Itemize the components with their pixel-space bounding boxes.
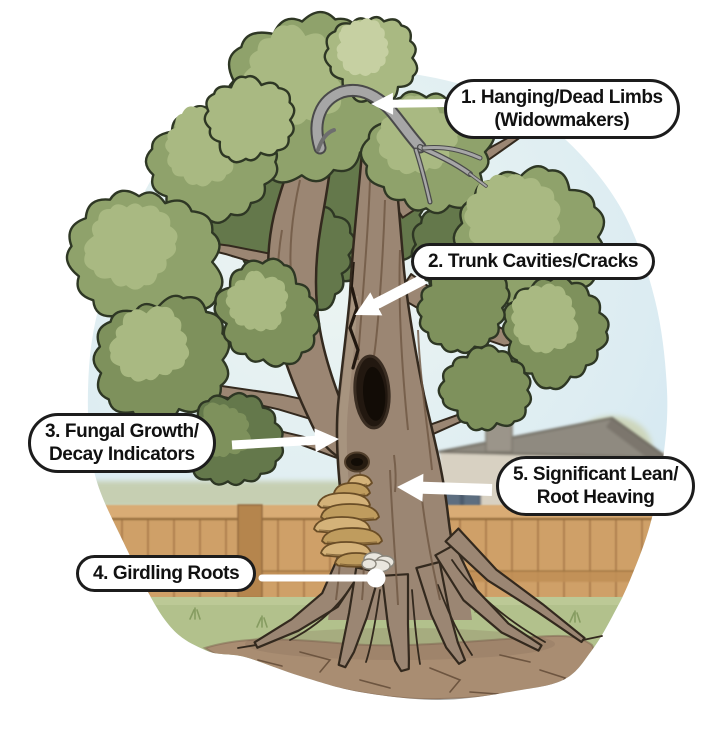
soil-crack xyxy=(359,679,391,689)
callout-line: Decay Indicators xyxy=(48,444,195,466)
foliage-cluster xyxy=(437,344,533,432)
callout-girdling-roots: 4. Girdling Roots xyxy=(76,555,257,593)
callout-trunk-cavities-cracks: 2. Trunk Cavities/Cracks xyxy=(411,243,656,281)
arrow-2-trunk-crack xyxy=(355,274,427,316)
tree-illustration xyxy=(65,10,610,673)
foliage-highlight xyxy=(511,283,579,354)
soil-crack xyxy=(299,651,332,673)
callout-line: 2. Trunk Cavities/Cracks xyxy=(428,251,639,272)
annotation-arrows xyxy=(231,92,493,588)
girdling-roots-dot xyxy=(366,568,386,588)
callout-line: 5. Significant Lean/ xyxy=(513,464,679,485)
arrow-1-dead-limb xyxy=(371,92,448,115)
grass-tuft xyxy=(569,610,581,623)
root xyxy=(434,543,543,652)
soil-crack xyxy=(469,691,499,695)
trunk-crack xyxy=(348,286,360,370)
fungal-shelves xyxy=(313,474,383,568)
foliage-highlight xyxy=(225,270,289,332)
foliage-highlight xyxy=(464,174,561,265)
soil-crack xyxy=(429,667,462,693)
callout-significant-lean-root-heaving: 5. Significant Lean/ Root Heaving xyxy=(496,456,696,517)
arrow-3-fungal-growth xyxy=(231,428,339,453)
grass-tuft xyxy=(189,607,201,620)
soil-crack xyxy=(499,654,531,663)
soil-crack xyxy=(257,659,283,667)
foliage-highlight xyxy=(336,18,389,76)
callout-line: 4. Girdling Roots xyxy=(93,563,240,584)
root xyxy=(444,527,586,644)
root xyxy=(380,573,410,673)
callout-hanging-dead-limbs: 1. Hanging/Dead Limbs (Widowmakers) xyxy=(444,79,680,140)
foliage-highlight xyxy=(109,306,190,382)
callout-line: 3. Fungal Growth/ xyxy=(45,421,199,442)
trunk-cavity xyxy=(353,354,391,430)
callout-line: (Widowmakers) xyxy=(494,110,630,132)
foliage-cluster xyxy=(203,74,296,164)
callout-line: Root Heaving xyxy=(536,487,655,509)
foliage-highlight xyxy=(84,203,178,290)
arrow-5-lean xyxy=(397,473,493,502)
callout-fungal-growth-decay: 3. Fungal Growth/ Decay Indicators xyxy=(28,413,216,474)
dead-limb xyxy=(310,84,488,205)
grass-tuft xyxy=(256,615,268,628)
root xyxy=(415,560,467,665)
callout-line: 1. Hanging/Dead Limbs xyxy=(461,87,663,108)
